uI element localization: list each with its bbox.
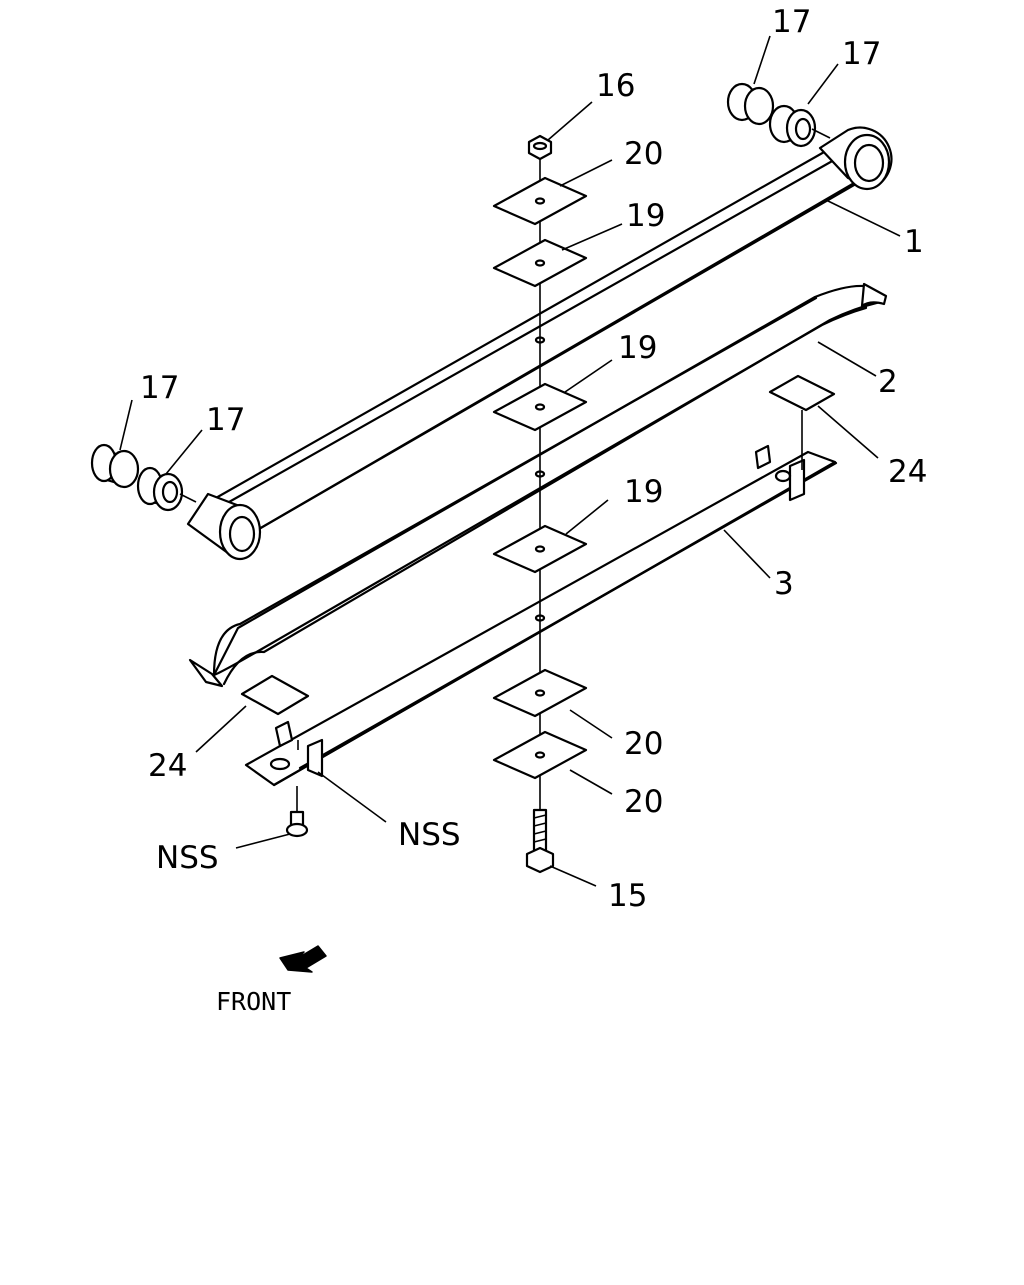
label-pad-top: 19 [626, 198, 665, 234]
label-pad-right: 24 [888, 454, 927, 490]
washer-bottom-2 [492, 730, 588, 780]
nut-16 [527, 134, 553, 161]
label-washer-top: 20 [624, 136, 663, 172]
label-bushing-tr-b: 17 [842, 36, 881, 72]
label-bushing-l-b: 17 [206, 402, 245, 438]
bushing-top-right-b [768, 104, 831, 148]
label-washer-b2: 20 [624, 784, 663, 820]
front-arrow-icon [279, 945, 327, 973]
pad-right [768, 374, 836, 412]
washer-top [492, 176, 588, 226]
pad-left [240, 674, 310, 716]
bushing-left-b [136, 466, 197, 512]
label-bolt: 15 [608, 878, 647, 914]
bushing-top-right-a [726, 82, 775, 126]
label-pad-low: 19 [624, 474, 663, 510]
label-washer-b1: 20 [624, 726, 663, 762]
bolt-15 [525, 808, 555, 874]
label-leaf-1: 1 [904, 224, 924, 260]
label-nut: 16 [596, 68, 635, 104]
pad-top [492, 238, 588, 288]
pad-mid [492, 382, 588, 432]
nss-rivet [285, 786, 309, 838]
label-pad-left: 24 [148, 748, 187, 784]
label-pad-mid: 19 [618, 330, 657, 366]
leader-lines [119, 35, 901, 887]
label-bushing-tr-a: 17 [772, 4, 811, 40]
label-nss-rivet: NSS [156, 840, 219, 876]
washer-bottom-1 [492, 668, 588, 718]
label-nss-clip: NSS [398, 817, 461, 853]
pad-low [492, 524, 588, 574]
label-bushing-l-a: 17 [140, 370, 179, 406]
label-leaf-2: 2 [878, 364, 898, 400]
front-label: FRONT [216, 987, 291, 1016]
bushing-left-a [90, 443, 140, 489]
label-leaf-3: 3 [774, 566, 794, 602]
